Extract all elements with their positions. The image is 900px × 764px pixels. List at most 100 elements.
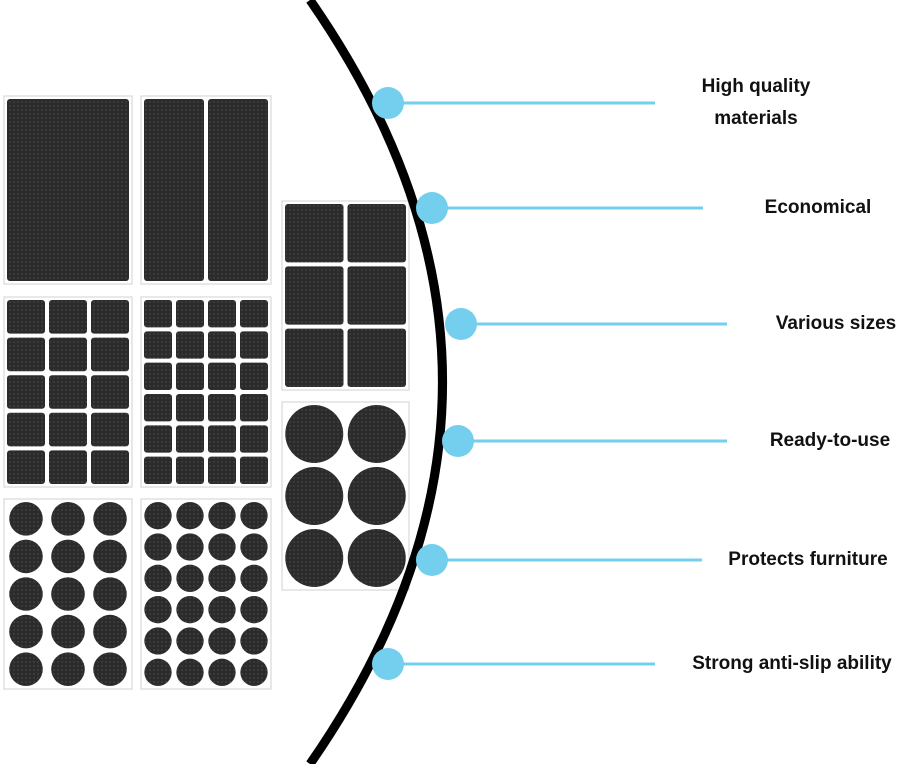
square-pad (208, 425, 236, 453)
square-pad (347, 328, 406, 387)
feature-label-line: Economical (764, 197, 872, 218)
square-pad (7, 99, 129, 281)
square-pad (285, 266, 344, 325)
round-pad (240, 502, 268, 530)
square-pad (91, 375, 129, 409)
square-pad (144, 394, 172, 422)
square-pad (285, 328, 344, 387)
round-pad (144, 564, 172, 592)
square-pad (208, 394, 236, 422)
sheet-card (140, 296, 272, 488)
round-pad (9, 539, 43, 574)
feature-connectors (372, 87, 727, 680)
connector-dot (416, 192, 448, 224)
square-pad (144, 362, 172, 390)
round-pad (51, 652, 85, 686)
pad-sheet (3, 498, 133, 690)
connector-dot (372, 648, 404, 680)
round-pad (93, 539, 127, 574)
round-pad (285, 529, 344, 587)
square-pad (240, 425, 268, 453)
square-pad (176, 425, 204, 453)
square-pad (7, 300, 45, 334)
round-pad (208, 627, 236, 655)
round-pad (208, 533, 236, 561)
square-pad (347, 266, 406, 325)
round-pad (240, 564, 268, 592)
round-pad (144, 627, 172, 655)
square-pad (144, 456, 172, 484)
square-pad (144, 331, 172, 359)
round-pad (285, 467, 344, 525)
square-pad (208, 331, 236, 359)
square-pad (49, 375, 87, 409)
round-pad (176, 658, 204, 686)
round-pad (176, 596, 204, 624)
round-pad (347, 405, 406, 463)
square-pad (208, 99, 268, 281)
sheet-card (140, 498, 272, 690)
pad-sheets-gallery (3, 95, 410, 690)
feature-label-line: materials (714, 108, 798, 129)
round-pad (9, 577, 43, 611)
square-pad (7, 375, 45, 409)
pad-sheet (3, 95, 133, 285)
pad-sheet (281, 200, 410, 391)
square-pad (208, 456, 236, 484)
round-pad (176, 533, 204, 561)
round-pad (93, 577, 127, 611)
feature-label-line: Protects furniture (728, 549, 888, 570)
square-pad (240, 362, 268, 390)
square-pad (7, 337, 45, 372)
round-pad (144, 502, 172, 530)
round-pad (240, 658, 268, 686)
square-pad (208, 362, 236, 390)
square-pad (240, 331, 268, 359)
round-pad (93, 614, 127, 649)
round-pad (144, 658, 172, 686)
connector-dot (442, 425, 474, 457)
round-pad (176, 502, 204, 530)
feature-label: Economical (668, 192, 900, 224)
pad-sheet (140, 296, 272, 488)
round-pad (240, 627, 268, 655)
square-pad (176, 300, 204, 328)
round-pad (51, 577, 85, 611)
square-pad (49, 412, 87, 447)
square-pad (144, 425, 172, 453)
feature-label-line: Ready-to-use (769, 430, 891, 451)
round-pad (208, 658, 236, 686)
pad-sheet (281, 401, 410, 591)
square-pad (176, 394, 204, 422)
round-pad (347, 529, 406, 587)
round-pad (144, 533, 172, 561)
pad-sheet (3, 296, 133, 488)
square-pad (176, 362, 204, 390)
round-pad (51, 614, 85, 649)
square-pad (240, 300, 268, 328)
square-pad (49, 337, 87, 372)
pad-sheet (140, 95, 272, 285)
round-pad (240, 596, 268, 624)
square-pad (91, 412, 129, 447)
connector-dot (416, 544, 448, 576)
square-pad (49, 450, 87, 484)
round-pad (347, 467, 406, 525)
square-pad (347, 204, 406, 263)
square-pad (144, 300, 172, 328)
round-pad (208, 564, 236, 592)
square-pad (91, 337, 129, 372)
feature-label-line: Strong anti-slip ability (692, 653, 892, 674)
square-pad (285, 204, 344, 263)
round-pad (208, 596, 236, 624)
round-pad (9, 502, 43, 536)
pad-sheet (140, 498, 272, 690)
square-pad (240, 394, 268, 422)
round-pad (285, 405, 344, 463)
square-pad (208, 300, 236, 328)
feature-label: Strong anti-slip ability (642, 648, 900, 680)
round-pad (51, 539, 85, 574)
round-pad (176, 564, 204, 592)
